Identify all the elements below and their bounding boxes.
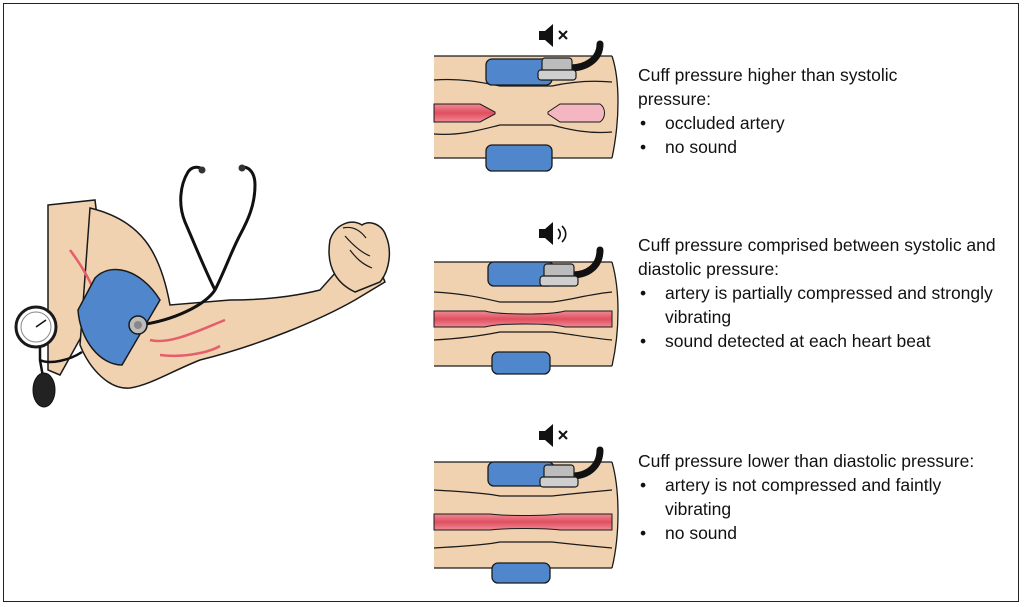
list-item: occluded artery — [638, 111, 958, 135]
list-item: sound detected at each heart beat — [638, 329, 1016, 353]
panel-heading: Cuff pressure higher than systolic press… — [638, 65, 898, 109]
cuff-bottom — [485, 144, 553, 172]
list-item: no sound — [638, 521, 990, 545]
open-artery — [433, 513, 613, 531]
bullet-list: artery is not compressed and faintly vib… — [638, 473, 990, 545]
list-item: artery is partially compressed and stron… — [638, 281, 1016, 329]
list-item: no sound — [638, 135, 958, 159]
panel-2-illustration — [433, 246, 619, 375]
panel-1-text: Cuff pressure higher than systolic press… — [638, 63, 958, 159]
arm-cuff — [77, 268, 161, 366]
panel-2-text: Cuff pressure comprised between systolic… — [638, 233, 1016, 353]
panel-3-text: Cuff pressure lower than diastolic press… — [638, 449, 990, 545]
cuff-bottom — [491, 562, 551, 584]
inflation-bulb — [32, 372, 56, 408]
occluded-artery-red — [433, 103, 496, 123]
sounding-speaker-icon — [539, 222, 567, 245]
stethoscope-tubing — [139, 165, 257, 327]
arm — [79, 207, 386, 389]
muted-speaker-icon — [539, 24, 568, 47]
occluded-artery-pale — [547, 103, 605, 123]
compressed-artery — [433, 310, 613, 328]
list-item: artery is not compressed and faintly vib… — [638, 473, 990, 521]
cuff-bottom — [491, 351, 551, 375]
fist — [328, 221, 391, 293]
bullet-list: artery is partially compressed and stron… — [638, 281, 1016, 353]
arm-illustration — [14, 164, 391, 408]
panel-3-illustration — [433, 446, 619, 584]
panel-heading: Cuff pressure lower than diastolic press… — [638, 451, 975, 471]
panel-1-illustration — [433, 40, 619, 172]
panel-heading: Cuff pressure comprised between systolic… — [638, 235, 996, 279]
muted-speaker-icon — [539, 424, 568, 447]
bullet-list: occluded artery no sound — [638, 111, 958, 159]
